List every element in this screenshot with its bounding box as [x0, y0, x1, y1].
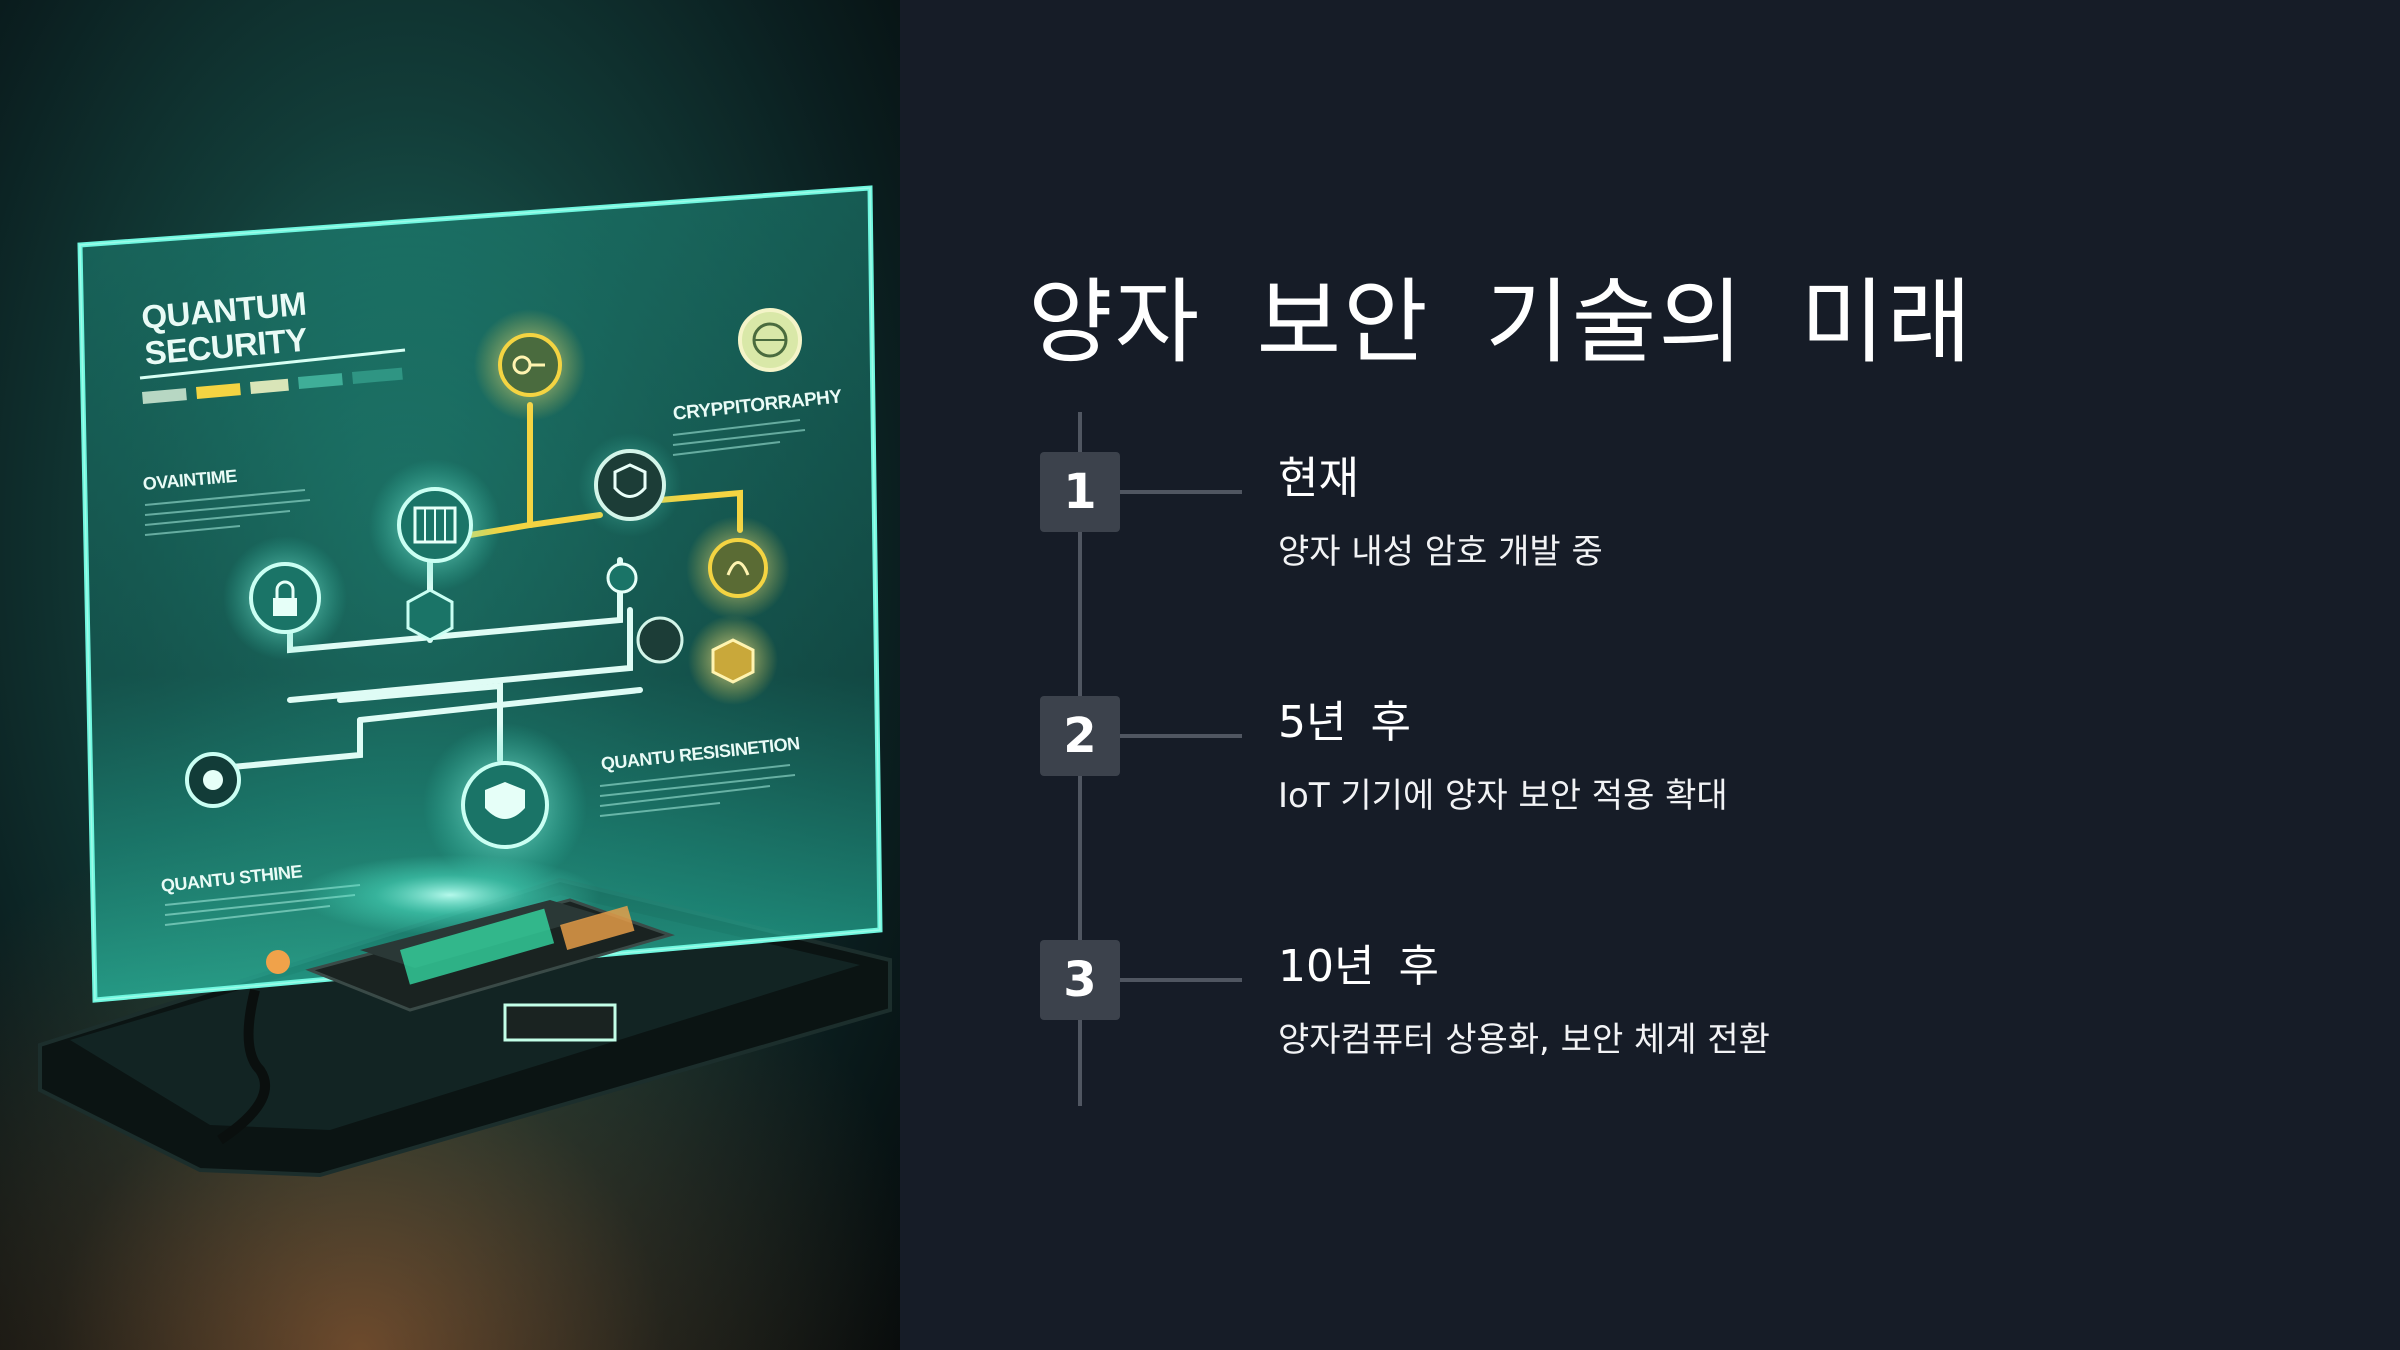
step-connector [1120, 734, 1242, 738]
legend-bar [250, 378, 289, 394]
step-number-badge: 1 [1040, 452, 1120, 532]
title-underline [139, 348, 406, 380]
step-description: 양자컴퓨터 상용화, 보안 체계 전환 [1278, 1020, 1770, 1060]
fingerprint-icon [686, 516, 790, 620]
cube-icon [688, 615, 778, 705]
lock-icon [223, 536, 347, 660]
hex-node-icon [406, 588, 454, 642]
key-icon [474, 309, 586, 421]
step-description: IoT 기기에 양자 보안 적용 확대 [1278, 776, 1728, 816]
step-number-badge: 3 [1040, 940, 1120, 1020]
shield-icon [578, 433, 682, 537]
legend-bar [196, 383, 241, 399]
step-number-badge: 2 [1040, 696, 1120, 776]
sensor-pad [503, 1003, 617, 1042]
step-description: 양자 내성 암호 개발 중 [1278, 532, 1603, 572]
timeline-step: 2 5년 후 IoT 기기에 양자 보안 적용 확대 [900, 696, 2400, 856]
globe-icon [738, 308, 802, 372]
step-title: 10년 후 [1278, 941, 1439, 992]
legend-bar [352, 367, 403, 384]
step-title: 5년 후 [1278, 697, 1411, 748]
slide-content: 양자 보안 기술의 미래 1 현재 양자 내성 암호 개발 중 2 5년 후 I… [900, 0, 2400, 1350]
chip-icon [369, 459, 501, 591]
hero-illustration [38, 185, 892, 1178]
shield-check-icon [423, 723, 587, 887]
page-title: 양자 보안 기술의 미래 [1028, 269, 1974, 376]
glass-panel-edge [79, 187, 881, 1001]
node-small-icon [185, 752, 241, 808]
legend-bar [141, 388, 187, 404]
timeline-step: 1 현재 양자 내성 암호 개발 중 [900, 452, 2400, 612]
legend-bar [298, 373, 343, 389]
step-connector [1120, 490, 1242, 494]
node-small-icon [606, 562, 638, 594]
cable-plug-light [266, 950, 290, 974]
body-text-lines [144, 419, 806, 926]
hero-panel-title: QUANTUM SECURITY [140, 285, 311, 372]
keypad [399, 905, 635, 985]
step-connector [1120, 978, 1242, 982]
timeline-step: 3 10년 후 양자컴퓨터 상용화, 보안 체계 전환 [900, 940, 2400, 1100]
node-small-icon [636, 616, 684, 664]
cable [217, 988, 270, 1145]
hero-image: QUANTUM SECURITY CRYPPITORRAPHY OVAINTIM… [0, 0, 900, 1350]
step-title: 현재 [1278, 453, 1359, 504]
platform-top [70, 895, 860, 1130]
